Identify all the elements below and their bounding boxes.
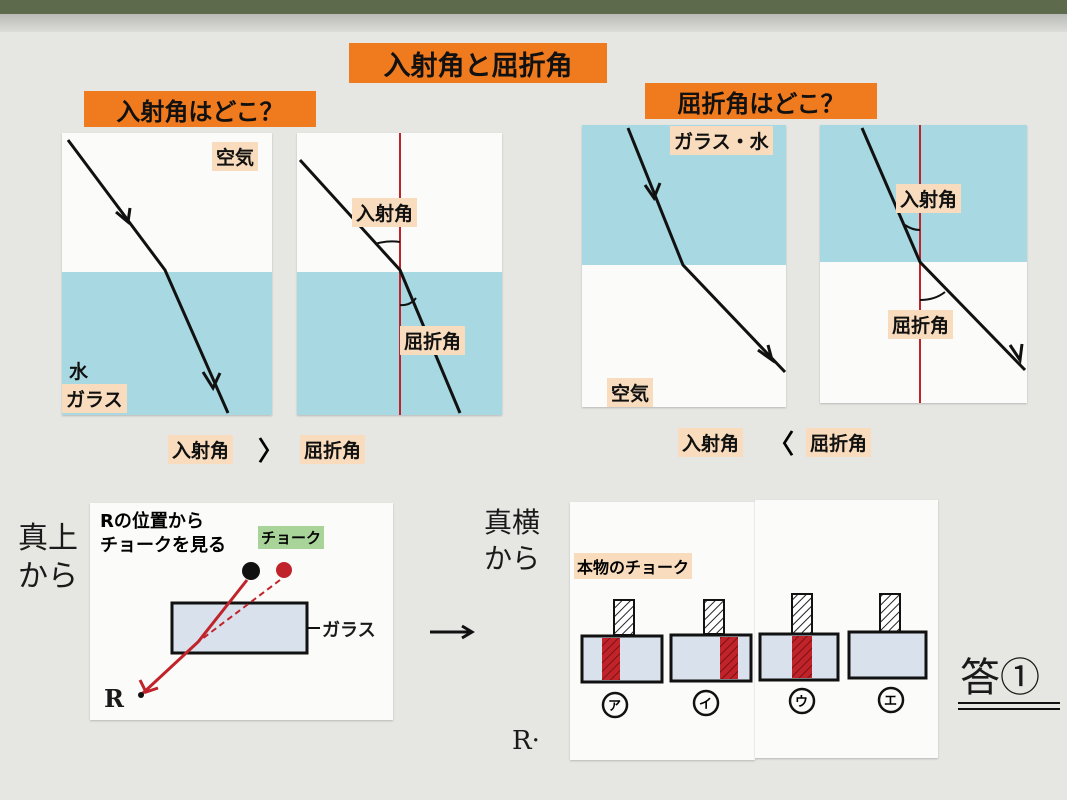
ray-p2 xyxy=(298,158,462,414)
r-point-label: R xyxy=(104,684,124,713)
label-incidence-angle: 入射角 xyxy=(352,198,418,227)
top-view-drawing xyxy=(138,562,320,698)
option-e: エ xyxy=(884,694,898,709)
option-e-drawing xyxy=(847,593,928,680)
label-refraction-angle: 屈折角 xyxy=(400,326,466,355)
page-title: 入射角と屈折角 xyxy=(349,43,607,83)
compare-left-symbol: 〉 xyxy=(258,437,285,467)
label-incidence-angle-p4: 入射角 xyxy=(896,184,962,213)
chalk-red-dot xyxy=(276,562,292,578)
chalk-label: チョーク xyxy=(258,526,325,549)
option-circles xyxy=(601,686,905,719)
instruction-line-1: Rの位置から xyxy=(100,511,204,532)
from-side-label: 真横から xyxy=(484,506,541,575)
ray-p4 xyxy=(860,127,1027,372)
refraction-question: 屈折角はどこ？ xyxy=(645,83,877,119)
incidence-question: 入射角はどこ？ xyxy=(84,91,316,127)
real-chalk-label: 本物のチョーク xyxy=(574,553,693,579)
label-air-bottom: 空気 xyxy=(607,378,654,407)
window-strip xyxy=(0,0,1067,14)
instruction-text: Rの位置から チョークを見る xyxy=(100,510,270,558)
label-refraction-angle-p4: 屈折角 xyxy=(888,310,954,339)
label-water: 水 xyxy=(69,361,89,383)
label-glass: ガラス xyxy=(62,384,127,413)
compare-right-symbol: 〈 xyxy=(768,430,795,460)
whiteboard-frame xyxy=(0,14,1067,32)
label-glass-water: ガラス・水 xyxy=(670,126,773,155)
option-i-drawing xyxy=(669,599,753,683)
option-a: ア xyxy=(608,699,622,714)
compare-right-b: 屈折角 xyxy=(806,428,872,457)
from-above-label: 真上から xyxy=(18,521,78,594)
option-u: ウ xyxy=(795,695,809,710)
glass-label: ガラス xyxy=(322,620,376,641)
option-i: イ xyxy=(699,697,713,712)
chalk-black-dot xyxy=(242,562,260,580)
instruction-line-2: チョークを見る xyxy=(100,535,226,556)
r-side-label: R· xyxy=(512,726,540,756)
ray-p1 xyxy=(66,139,230,414)
answer: 答① xyxy=(960,655,1040,701)
option-u-drawing xyxy=(758,593,840,682)
label-air: 空気 xyxy=(212,142,259,171)
compare-right-a: 入射角 xyxy=(678,428,744,457)
option-a-drawing xyxy=(580,599,664,684)
ray-p3 xyxy=(626,127,787,374)
side-view-sheet-2 xyxy=(755,500,938,758)
compare-left-b: 屈折角 xyxy=(300,435,366,464)
compare-left-a: 入射角 xyxy=(168,435,234,464)
